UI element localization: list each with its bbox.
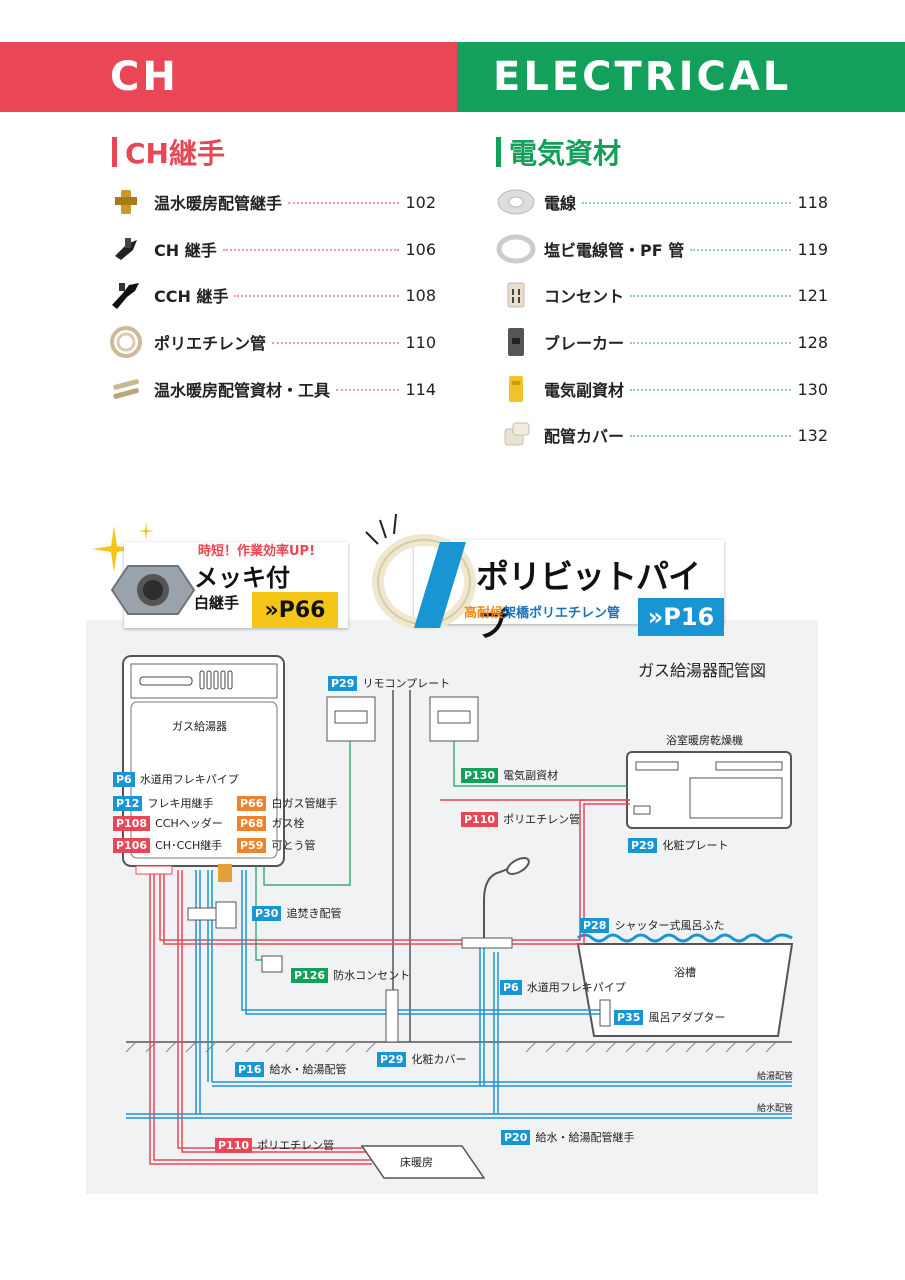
ch-header-band: CH [0, 42, 457, 112]
label-flexible-pipe[interactable]: P6 水道用フレキパイプ [113, 768, 239, 787]
label-pe-pipe[interactable]: P110 ポリエチレン管 [461, 808, 580, 827]
outlet-icon [496, 278, 536, 312]
label-waterproof-outlet[interactable]: P126 防水コンセント [291, 964, 410, 983]
label-white-gas-fitting[interactable]: P66 白ガス管継手 [237, 792, 337, 811]
ch-section-heading: CH継手 [112, 132, 225, 172]
label-remote-plate[interactable]: P29 リモコンプレート [328, 672, 450, 691]
label-pe-pipe-floor[interactable]: P110 ポリエチレン管 [215, 1134, 334, 1153]
promo-banner-plated-fitting[interactable]: 時短！作業効率UP! メッキ付 白継手 »P66 [86, 518, 348, 630]
promo-banner-polybit-pipe[interactable]: ポリビットパイプ 高耐候架橋ポリエチレン管 »P16 [358, 510, 730, 644]
ch-header-title: CH [110, 54, 179, 100]
brass-fitting-icon [106, 185, 146, 219]
promo-page-link[interactable]: »P66 [252, 592, 338, 628]
ch-section-title: CH継手 [125, 137, 225, 170]
promo-page-link[interactable]: »P16 [638, 598, 724, 636]
label-flexible-pipe-2[interactable]: P6 水道用フレキパイプ [500, 976, 626, 995]
diagram-title: ガス給湯器配管図 [638, 661, 767, 680]
ch-fitting-icon [106, 232, 146, 266]
label-ch-cch-fitting[interactable]: P106 CH･CCH継手 [113, 834, 222, 853]
label-decorative-cover[interactable]: P29 化粧カバー [377, 1048, 466, 1067]
electrical-section-heading: 電気資材 [496, 132, 621, 172]
burst-icon [365, 513, 397, 545]
label-gas-valve[interactable]: P68 ガス栓 [237, 812, 304, 831]
galvanized-fitting-icon [110, 565, 196, 615]
label-cch-header[interactable]: P108 CCHヘッダー [113, 812, 223, 831]
sparkle-icon [92, 522, 154, 572]
label-decorative-plate[interactable]: P29 化粧プレート [628, 834, 728, 853]
label-supply-pipe[interactable]: P16 給水・給湯配管 [235, 1058, 346, 1077]
pipe-coil-icon [372, 534, 476, 630]
label-bath-adapter[interactable]: P35 風呂アダプター [614, 1006, 725, 1025]
label-reheat-pipe[interactable]: P30 追焚き配管 [252, 902, 341, 921]
label-electric-accessory[interactable]: P130 電気副資材 [461, 764, 558, 783]
pipe-cover-icon [496, 418, 536, 452]
wire-coil-icon [496, 185, 536, 219]
electrical-header-title: ELECTRICAL [493, 54, 792, 100]
label-bath-lid[interactable]: P28 シャッター式風呂ふた [580, 914, 724, 933]
conduit-coil-icon [496, 232, 536, 266]
electrical-section-title: 電気資材 [509, 137, 622, 170]
label-flexible-tube[interactable]: P59 可とう管 [237, 834, 315, 853]
electrical-header-band: ELECTRICAL [457, 42, 905, 112]
electric-accessory-icon [496, 372, 536, 406]
label-flex-fitting[interactable]: P12 フレキ用継手 [113, 792, 213, 811]
label-supply-fitting[interactable]: P20 給水・給湯配管継手 [501, 1126, 634, 1145]
pipe-materials-icon [106, 372, 146, 406]
pe-pipe-coil-icon [106, 325, 146, 359]
cch-fitting-icon [106, 278, 146, 312]
breaker-icon [496, 325, 536, 359]
